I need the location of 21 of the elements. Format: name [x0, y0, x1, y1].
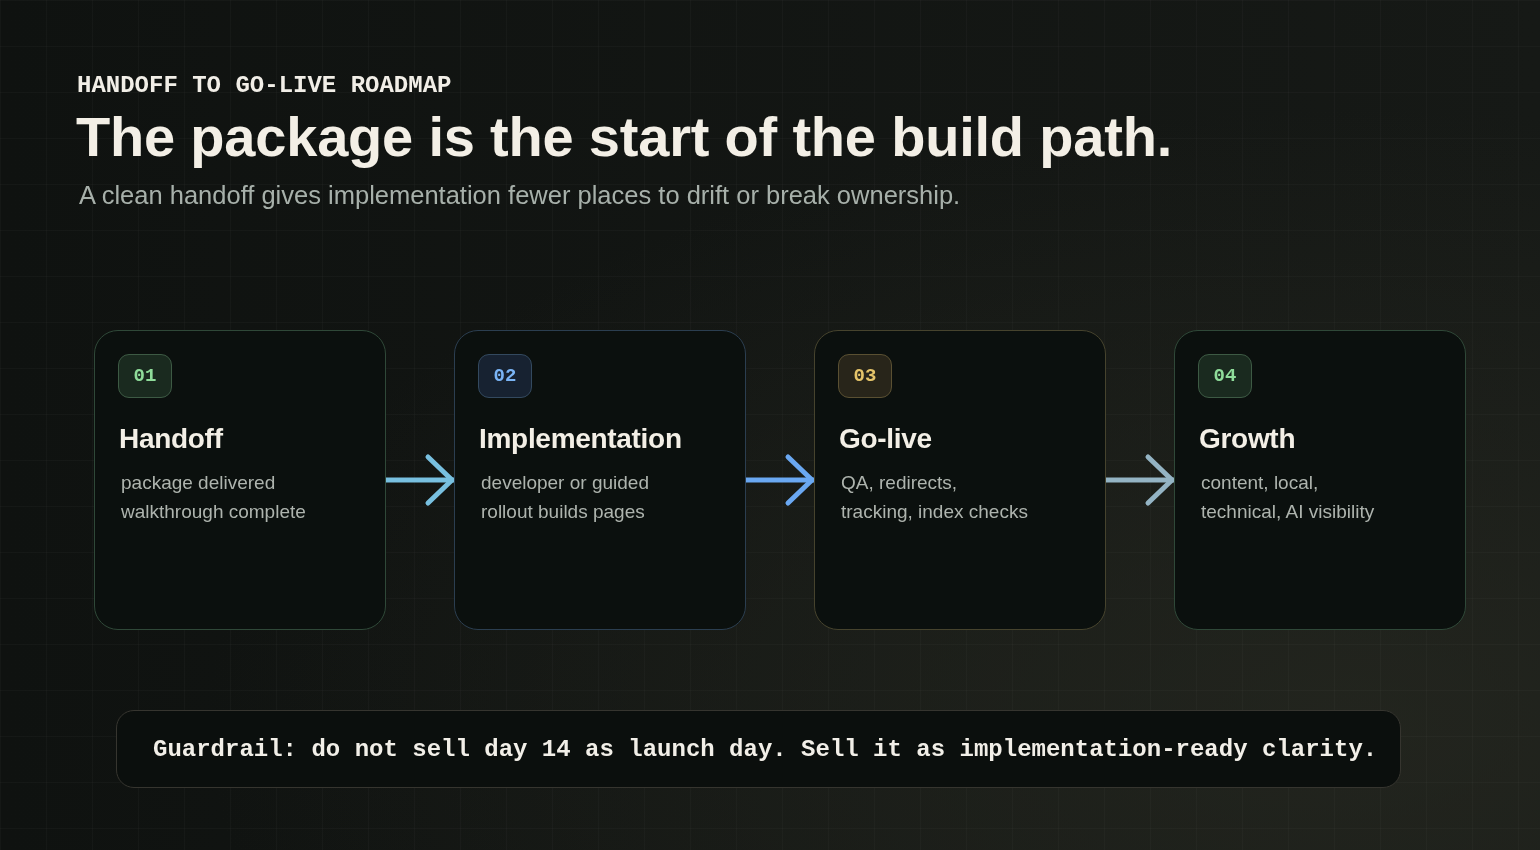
- step-number-badge: 02: [478, 354, 532, 398]
- step-number-badge: 03: [838, 354, 892, 398]
- step-title: Go-live: [839, 422, 932, 456]
- step-title: Growth: [1199, 422, 1296, 456]
- step-description: content, local, technical, AI visibility: [1201, 471, 1376, 524]
- guardrail-note: [116, 710, 1401, 788]
- page-title: The package is the start of the build path.: [76, 104, 1172, 170]
- step-title: Handoff: [119, 422, 223, 456]
- guardrail-text: Guardrail: do not sell day 14 as launch day. Sell it as implementation-ready clarity.: [153, 735, 1378, 763]
- step-number-badge: 01: [118, 354, 172, 398]
- step-card: [454, 330, 746, 630]
- step-description: developer or guided rollout builds pages: [481, 471, 650, 524]
- step-description: package delivered walkthrough complete: [121, 471, 307, 524]
- step-card: [94, 330, 386, 630]
- step-description: QA, redirects, tracking, index checks: [841, 471, 1029, 524]
- step-card: [814, 330, 1106, 630]
- subtitle: A clean handoff gives implementation fewer places to drift or break ownership.: [79, 180, 961, 210]
- step-number-badge: 04: [1198, 354, 1252, 398]
- step-card: [1174, 330, 1466, 630]
- step-title: Implementation: [479, 422, 682, 456]
- eyebrow-label: HANDOFF TO GO-LIVE ROADMAP: [77, 72, 452, 100]
